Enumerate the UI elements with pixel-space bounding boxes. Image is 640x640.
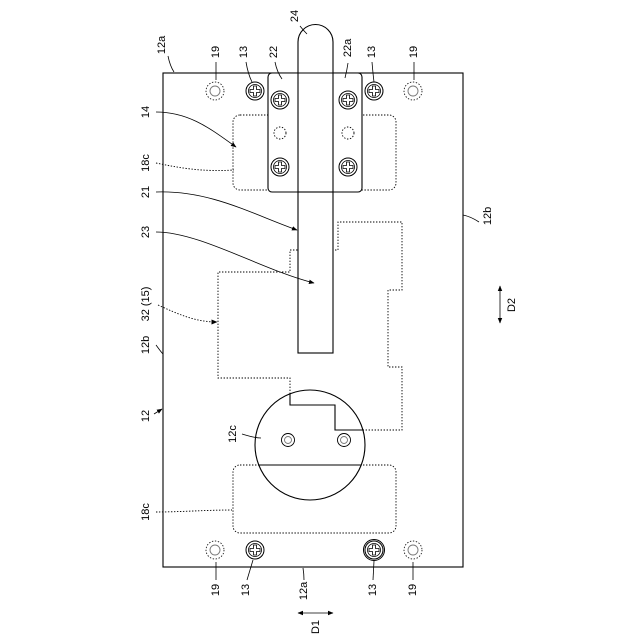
label-18c-upper: 18c bbox=[140, 154, 152, 172]
label-12a-bottom: 12a bbox=[298, 581, 310, 600]
screw-13-top-right bbox=[365, 82, 383, 100]
label-19-top-right: 19 bbox=[408, 46, 420, 58]
label-12a-top: 12a bbox=[156, 35, 168, 54]
label-12c: 12c bbox=[227, 425, 239, 443]
label-19-bottom-left: 19 bbox=[210, 584, 222, 596]
label-32-15: 32 (15) bbox=[140, 287, 152, 322]
label-13-top-left: 13 bbox=[238, 46, 250, 58]
label-23: 23 bbox=[140, 226, 152, 238]
clamp-screw-top-left bbox=[271, 91, 289, 109]
screw-13-bottom-left bbox=[246, 541, 264, 559]
clamp-screw-bottom-left bbox=[271, 158, 289, 176]
label-24: 24 bbox=[289, 10, 301, 22]
label-13-bottom-left: 13 bbox=[240, 584, 252, 596]
label-13-bottom-right: 13 bbox=[367, 584, 379, 596]
label-21: 21 bbox=[140, 186, 152, 198]
label-22: 22 bbox=[268, 46, 280, 58]
strip-21 bbox=[298, 192, 333, 353]
label-18c-lower: 18c bbox=[140, 503, 152, 521]
label-19-top-left: 19 bbox=[210, 46, 222, 58]
screw-13-top-left bbox=[246, 82, 264, 100]
clamp-screw-top-right bbox=[339, 91, 357, 109]
label-19-bottom-right: 19 bbox=[407, 584, 419, 596]
clamp-screw-bottom-right bbox=[339, 158, 357, 176]
label-d2: D2 bbox=[506, 298, 518, 312]
label-12b-right: 12b bbox=[482, 207, 494, 225]
screw-13-bottom-right bbox=[365, 541, 383, 559]
label-22a: 22a bbox=[342, 38, 354, 57]
label-12: 12 bbox=[140, 410, 152, 422]
label-d1: D1 bbox=[310, 620, 322, 634]
label-12b-left: 12b bbox=[140, 336, 152, 354]
label-13-top-right: 13 bbox=[366, 46, 378, 58]
label-14: 14 bbox=[140, 106, 152, 118]
rod-24 bbox=[298, 25, 333, 74]
